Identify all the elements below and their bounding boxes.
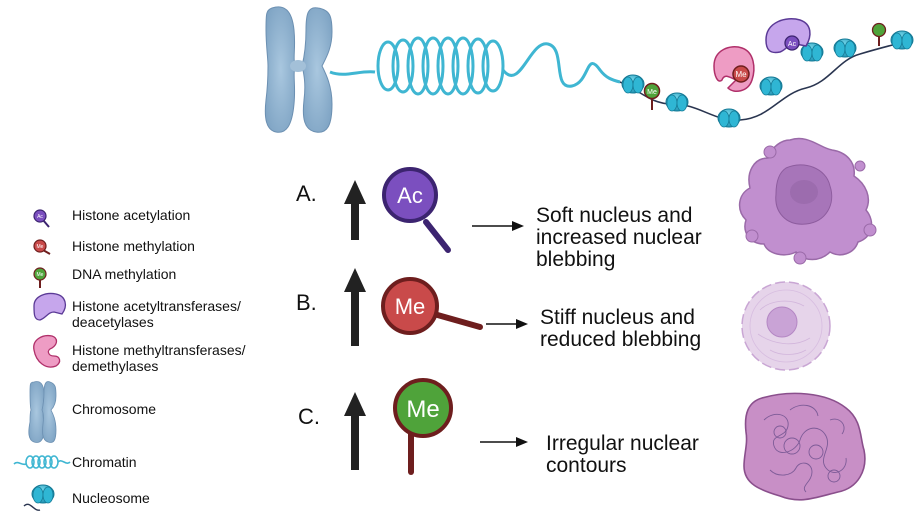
outcome-arrow-c xyxy=(480,437,528,447)
legend-label-dna-methylation: DNA methylation xyxy=(72,266,177,282)
row-c-letter: C. xyxy=(298,404,320,429)
top-me-mark: Me xyxy=(735,70,747,79)
top-chromosome xyxy=(264,6,333,133)
legend-label-nucleosome: Nucleosome xyxy=(72,490,150,506)
row-c-outcome: Irregular nuclear contours xyxy=(546,432,699,477)
legend-chromosome-icon xyxy=(28,381,57,443)
svg-text:Me: Me xyxy=(37,244,44,250)
legend-label-histone-acetylation: Histone acetylation xyxy=(72,207,191,223)
top-dna-methylation-pin-2 xyxy=(871,22,887,46)
legend-label-methyltransferases: Histone methyltransferases/ demethylases xyxy=(72,342,246,374)
blebbing-cell-illustration xyxy=(738,137,877,265)
legend-label-chromosome: Chromosome xyxy=(72,401,157,417)
top-ac-mark: Ac xyxy=(788,41,797,48)
outcome-arrow-a xyxy=(472,221,524,231)
svg-text:Me: Me xyxy=(37,272,44,278)
legend-label-chromatin: Chromatin xyxy=(72,454,137,470)
row-a-mark-label: Ac xyxy=(397,183,423,208)
row-b-mark-label: Me xyxy=(395,294,426,319)
row-c-mark-label: Me xyxy=(406,396,439,423)
legend-label-histone-methylation: Histone methylation xyxy=(72,238,195,254)
increase-arrow-c xyxy=(344,392,366,470)
increase-arrow-a xyxy=(344,180,366,240)
legend-nucleosome-icon xyxy=(23,484,55,511)
row-b-outcome: Stiff nucleus and reduced blebbing xyxy=(540,306,702,351)
svg-text:Ac: Ac xyxy=(37,214,43,220)
legend-acetyltransferase-enzyme-icon xyxy=(33,292,67,321)
top-chromatin-fiber xyxy=(329,36,621,96)
row-b-letter: B. xyxy=(296,290,317,315)
legend-methyltransferase-enzyme-icon xyxy=(33,334,61,368)
row-a-letter: A. xyxy=(296,181,317,206)
row-b-histone-methylation-mark: Me xyxy=(381,277,483,335)
top-acetyltransferase-enzyme: Ac xyxy=(765,18,811,54)
legend-chromatin-coil-icon xyxy=(13,455,71,469)
legend-acetylation-pin-icon: Ac xyxy=(33,209,50,228)
legend-label-acetyltransferases: Histone acetyltransferases/ deacetylases xyxy=(72,298,241,330)
stiff-nucleus-cell-illustration xyxy=(741,281,831,371)
top-methyltransferase-enzyme: Me xyxy=(713,46,755,93)
legend-dna-methylation-pin-icon: Me xyxy=(33,267,47,288)
increase-arrow-b xyxy=(344,268,366,346)
row-a-acetylation-mark: Ac xyxy=(382,167,451,253)
row-a-outcome: Soft nucleus and increased nuclear blebb… xyxy=(536,204,702,271)
top-dna-me-mark: Me xyxy=(647,89,657,96)
legend-histone-methylation-pin-icon: Me xyxy=(33,239,51,255)
irregular-nucleus-cell-illustration xyxy=(743,392,866,501)
row-c-dna-methylation-mark: Me xyxy=(393,378,453,475)
top-dna-methylation-pin-1: Me xyxy=(643,82,661,110)
outcome-arrow-b xyxy=(486,319,528,329)
